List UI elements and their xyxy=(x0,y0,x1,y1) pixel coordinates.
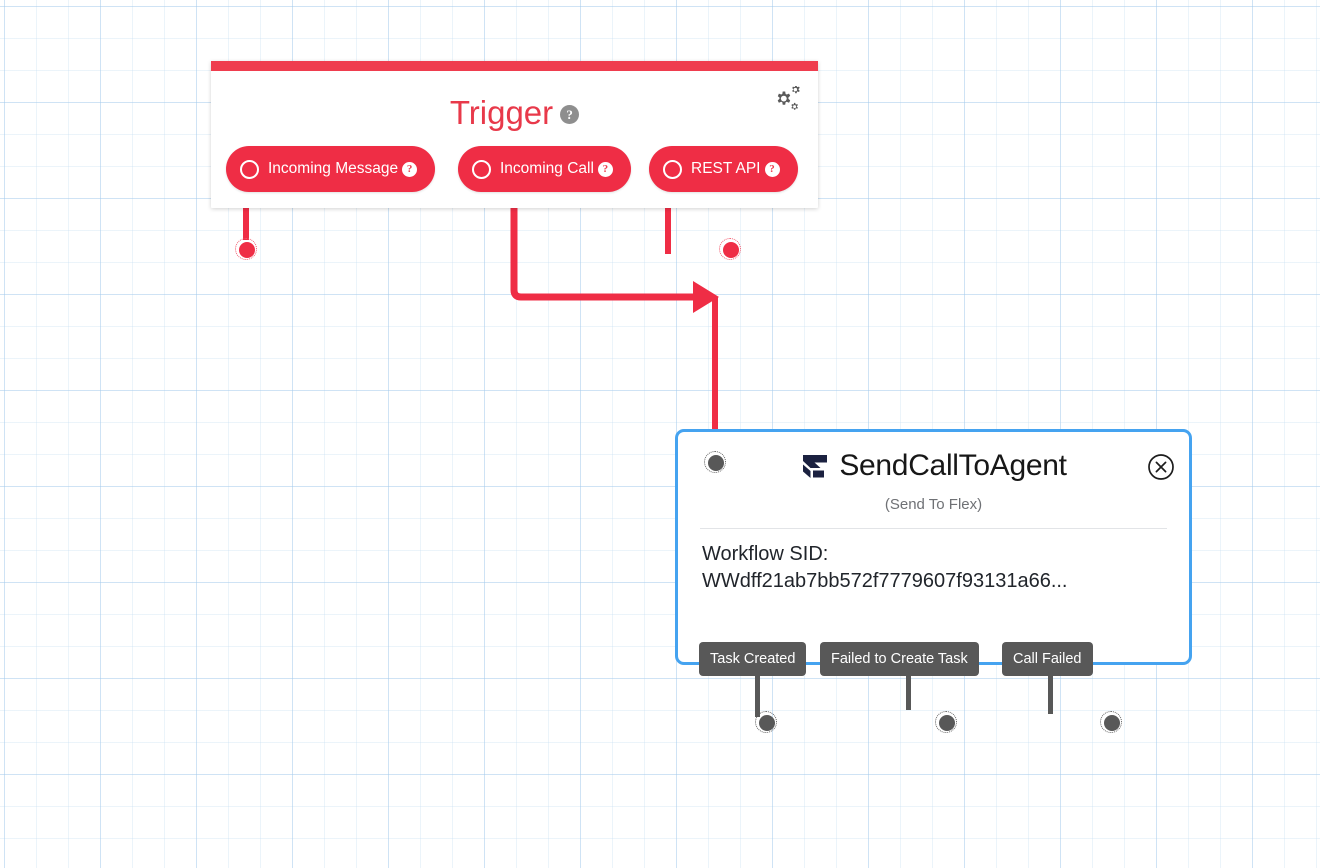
dot-fill xyxy=(239,242,255,258)
help-circle-icon[interactable]: ? xyxy=(764,161,780,177)
output-stem xyxy=(1048,671,1053,714)
widget-output-call-failed[interactable]: Call Failed xyxy=(1002,642,1093,676)
trigger-title: Trigger xyxy=(449,94,554,131)
widget-subtitle: (Send To Flex) xyxy=(884,496,983,513)
trigger-pill-incoming-call[interactable]: Incoming Call ? xyxy=(458,146,631,192)
trigger-help-icon[interactable]: ? xyxy=(560,89,580,127)
trigger-pill-label: REST API xyxy=(691,160,761,177)
workflow-sid-label: Workflow SID: xyxy=(702,543,829,565)
output-endpoint-dot[interactable] xyxy=(755,711,777,733)
gears-icon[interactable] xyxy=(766,86,800,118)
output-endpoint-dot[interactable] xyxy=(1100,711,1122,733)
trigger-pill-incoming-message[interactable]: Incoming Message ? xyxy=(226,146,436,192)
close-circle-icon[interactable] xyxy=(1147,453,1175,481)
dot-fill xyxy=(723,242,739,258)
connector-arrowhead xyxy=(693,281,719,313)
twilio-flex-logo-icon xyxy=(803,455,828,478)
widget-output-failed-to-create-task[interactable]: Failed to Create Task xyxy=(820,642,979,676)
trigger-title-row: Trigger? xyxy=(211,89,818,132)
output-ring-icon xyxy=(663,159,682,179)
trigger-pill-label: Incoming Message xyxy=(268,160,399,177)
output-ring-icon xyxy=(472,159,491,179)
widget-divider xyxy=(700,528,1167,529)
output-stem xyxy=(906,671,911,710)
output-tab-label: Call Failed xyxy=(1013,651,1082,667)
trigger-pill-label: Incoming Call xyxy=(500,160,594,177)
widget-output-task-created[interactable]: Task Created xyxy=(699,642,807,676)
output-endpoint-dot[interactable] xyxy=(935,711,957,733)
output-ring-icon xyxy=(240,159,259,179)
widget-title: SendCallToAgent xyxy=(839,449,1067,482)
output-tab-label: Task Created xyxy=(710,651,796,667)
connector-endpoint-dot[interactable] xyxy=(719,238,741,260)
trigger-pill-rest-api[interactable]: REST API ? xyxy=(649,146,798,192)
dot-fill xyxy=(708,455,724,471)
dot-fill xyxy=(759,715,775,731)
widget-body: Workflow SID: WWdff21ab7bb572f7779607f93… xyxy=(678,529,1189,595)
widget-input-dot[interactable] xyxy=(704,451,726,473)
widget-header: SendCallToAgent xyxy=(678,432,1189,500)
trigger-accent-bar xyxy=(211,61,818,71)
dot-fill xyxy=(939,715,955,731)
dot-fill xyxy=(1104,715,1120,731)
help-circle-icon[interactable]: ? xyxy=(402,161,418,177)
connector-endpoint-dot[interactable] xyxy=(235,238,257,260)
workflow-sid-value: WWdff21ab7bb572f7779607f93131a66... xyxy=(702,570,1068,592)
output-tab-label: Failed to Create Task xyxy=(831,651,968,667)
send-to-flex-widget[interactable]: SendCallToAgent (Send To Flex) Workflow … xyxy=(675,429,1192,665)
output-stem xyxy=(755,671,760,717)
help-circle-icon[interactable]: ? xyxy=(597,161,613,177)
